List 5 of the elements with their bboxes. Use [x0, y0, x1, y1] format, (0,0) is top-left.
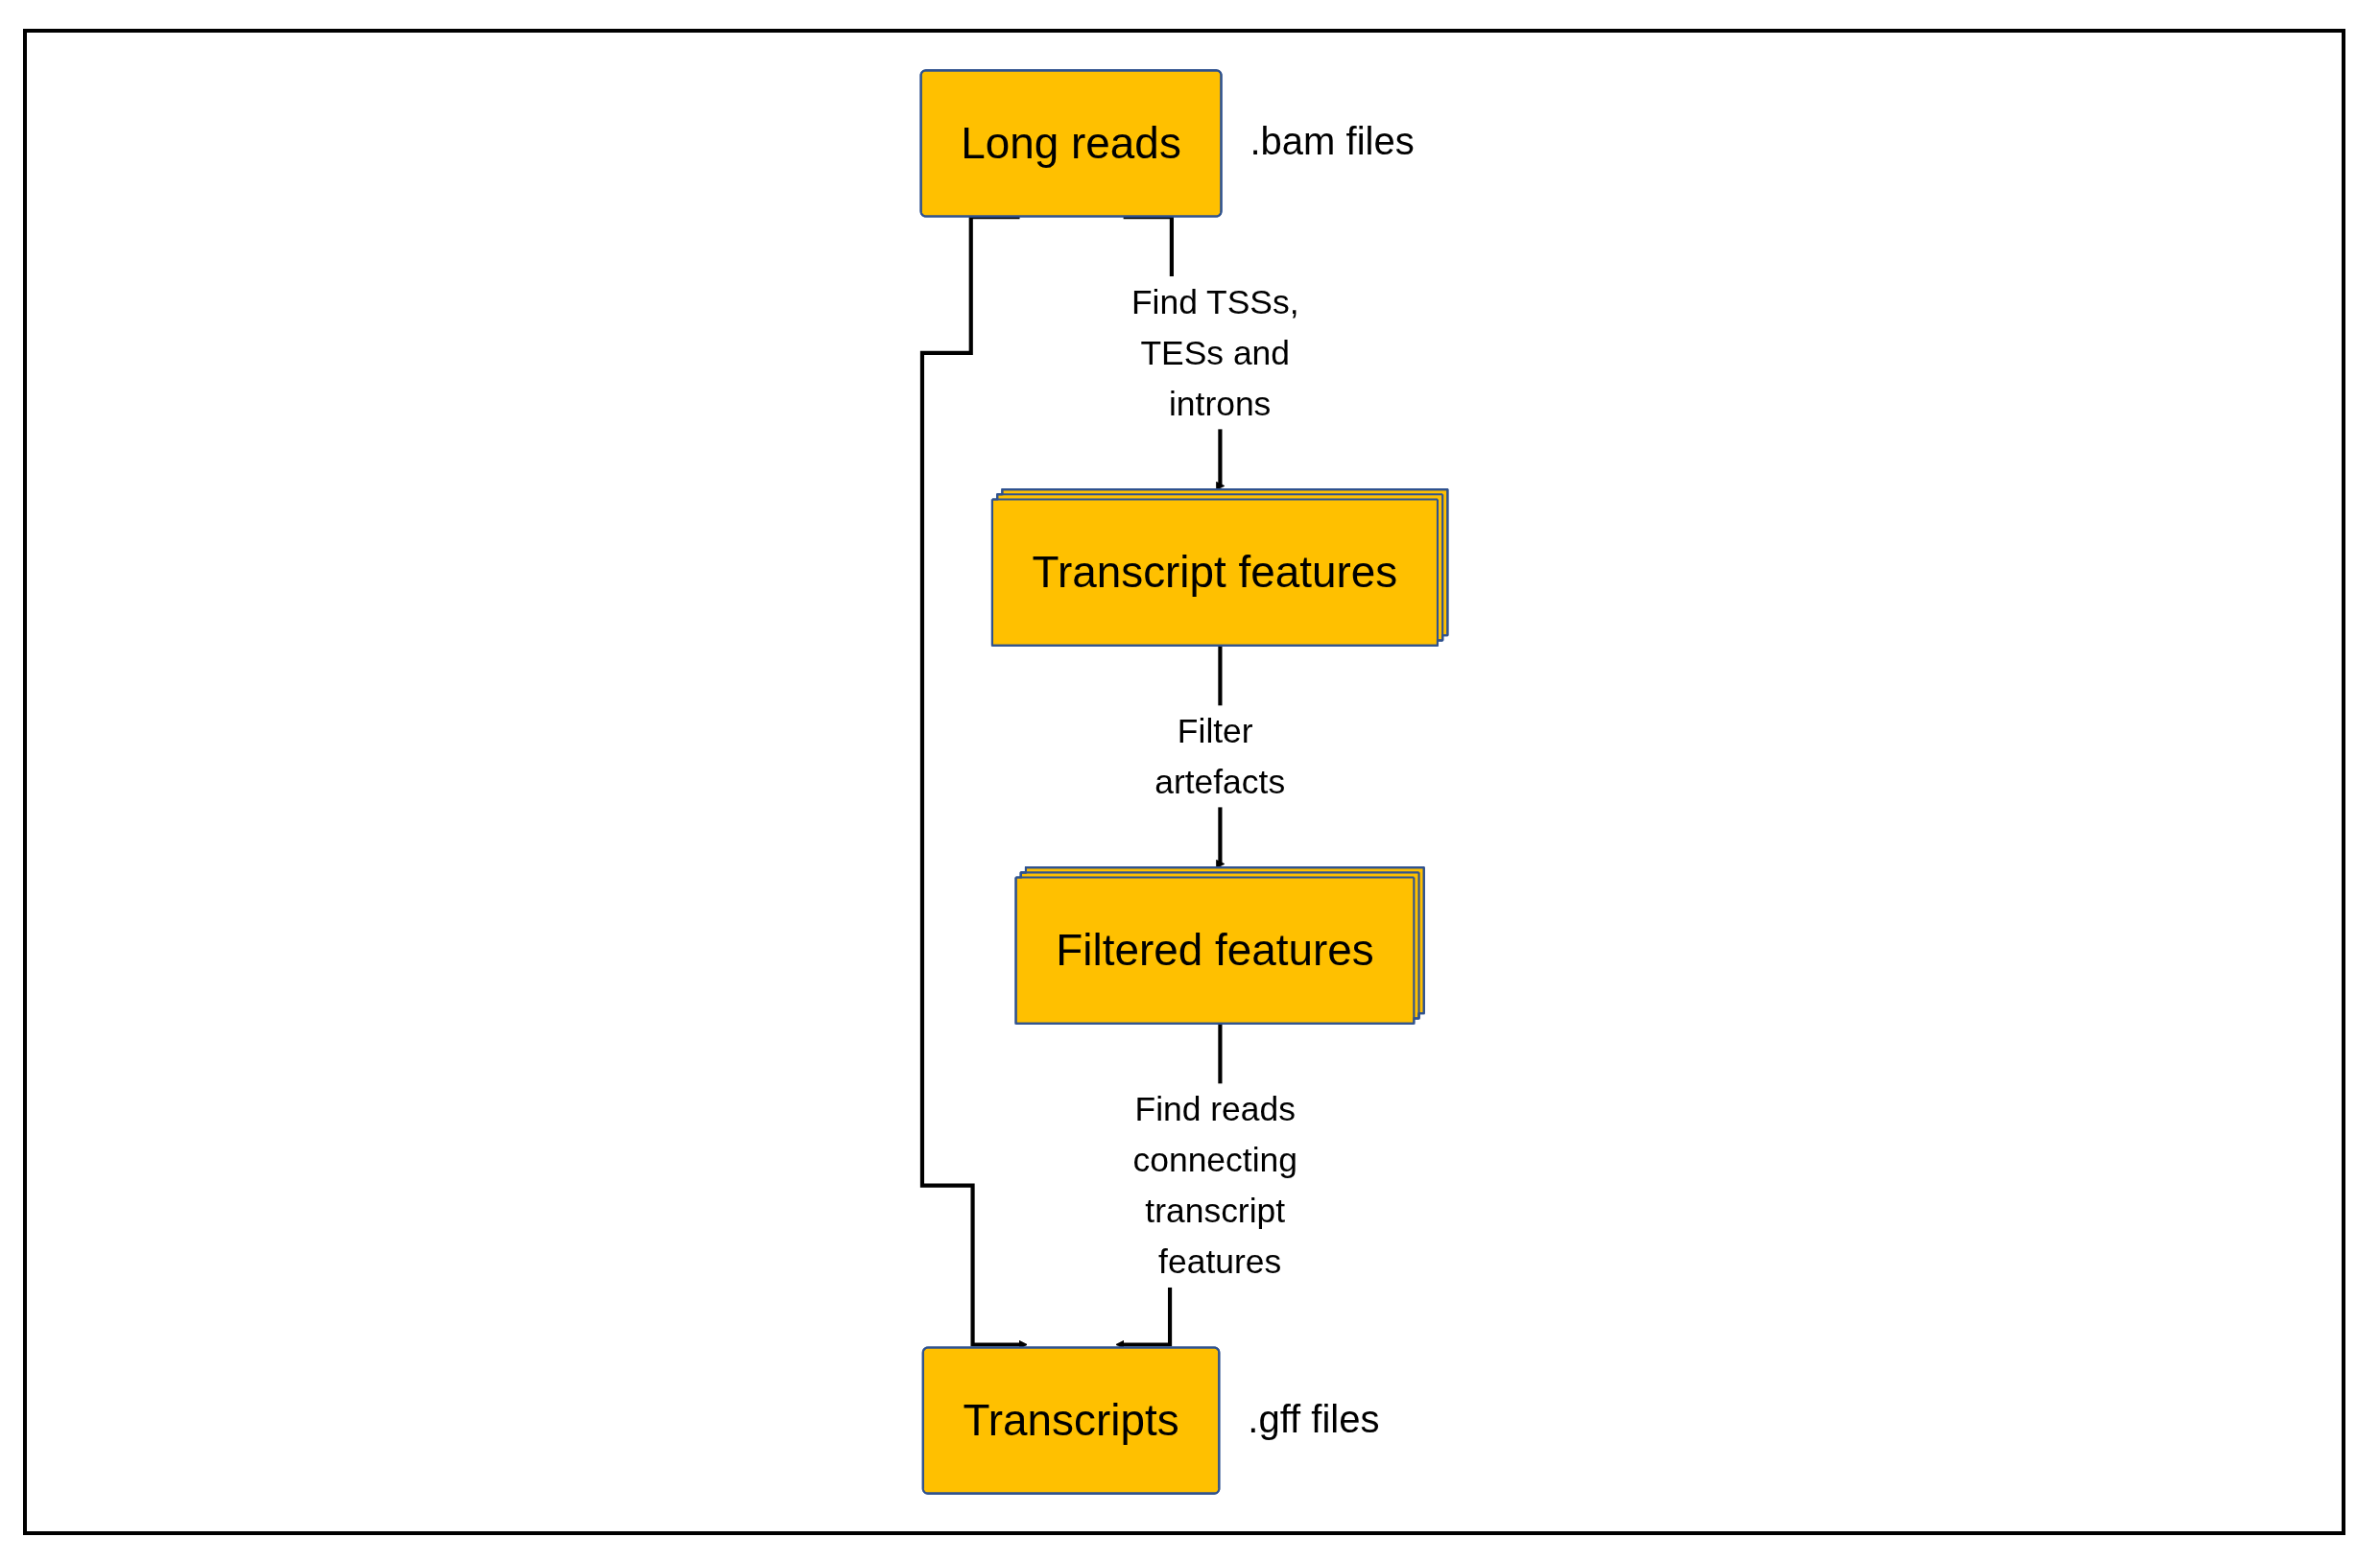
file-type-note: .gff files: [1248, 1397, 1380, 1441]
edge-label: Filter artefacts: [1154, 711, 1286, 801]
edge-label: Find TSSs, TESs and introns: [1130, 282, 1299, 423]
edge-label: Find reads connecting transcript features: [1132, 1089, 1297, 1281]
file-type-note: .bam files: [1250, 120, 1415, 164]
